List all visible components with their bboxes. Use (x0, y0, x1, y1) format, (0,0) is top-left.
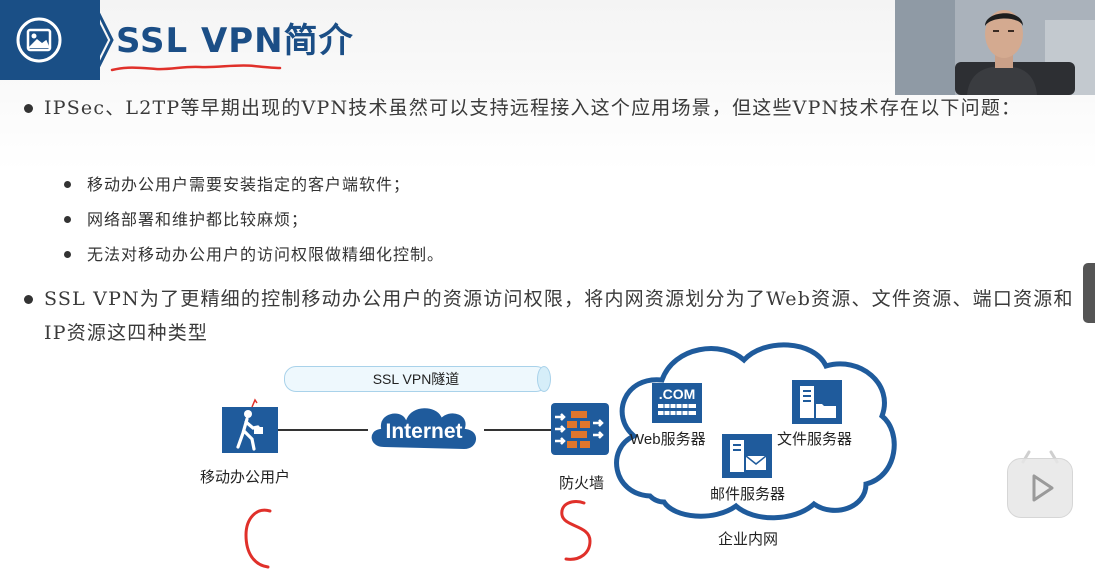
mail-server-label: 邮件服务器 (710, 486, 786, 503)
bullet-2: SSL VPN为了更精细的控制移动办公用户的资源访问权限，将内网资源划分为了We… (24, 282, 1074, 350)
red-s-annotation (560, 500, 592, 561)
sub-bullet-item: 网络部署和维护都比较麻烦； (64, 207, 764, 242)
file-server-label: 文件服务器 (777, 431, 853, 448)
firewall-icon (551, 403, 609, 455)
bullet-dot (24, 295, 33, 304)
ssl-vpn-tunnel: SSL VPN隧道 (284, 366, 548, 392)
sub-bullet-list: 移动办公用户需要安装指定的客户端软件； 网络部署和维护都比较麻烦； 无法对移动办… (64, 172, 764, 277)
red-c-annotation (244, 508, 272, 569)
play-icon (1032, 474, 1054, 502)
slide-title: SSL VPN简介 (116, 21, 354, 61)
bullet-1-text: IPSec、L2TP等早期出现的VPN技术虽然可以支持远程接入这个应用场景，但这… (44, 97, 1022, 119)
sub-bullet-dot (64, 181, 71, 188)
bullet-1: IPSec、L2TP等早期出现的VPN技术虽然可以支持远程接入这个应用场景，但这… (24, 91, 1074, 125)
sub-bullet-item: 无法对移动办公用户的访问权限做精细化控制。 (64, 242, 764, 277)
web-server-icon: .COM (652, 383, 702, 423)
web-server-icon-text: .COM (659, 386, 696, 402)
side-panel-handle[interactable] (1083, 263, 1095, 323)
internet-label: Internet (385, 420, 462, 443)
web-server-label: Web服务器 (630, 431, 706, 448)
internet-cloud: Internet (369, 406, 478, 452)
tunnel-end-cap (537, 366, 551, 392)
presenter-video (895, 0, 1095, 95)
file-server-icon (792, 380, 842, 424)
sub-bullet-dot (64, 251, 71, 258)
picture-icon (16, 17, 62, 63)
firewall-label: 防火墙 (559, 475, 605, 492)
bullet-2-text: SSL VPN为了更精细的控制移动办公用户的资源访问权限，将内网资源划分为了We… (44, 288, 1074, 344)
link-internet-firewall (484, 429, 552, 431)
walking-user-icon (222, 398, 278, 453)
mail-server-icon (722, 434, 772, 478)
sub-bullet-item: 移动办公用户需要安装指定的客户端软件； (64, 172, 764, 207)
intranet-label: 企业内网 (718, 531, 779, 548)
mobile-user-label: 移动办公用户 (200, 469, 291, 486)
red-underline-annotation (110, 64, 282, 72)
sub-bullet-dot (64, 216, 71, 223)
header-chevron (0, 0, 114, 80)
play-button[interactable] (1007, 458, 1073, 518)
webcam-overlay (895, 0, 1095, 95)
bullet-dot (24, 104, 33, 113)
link-user-internet (278, 429, 368, 431)
